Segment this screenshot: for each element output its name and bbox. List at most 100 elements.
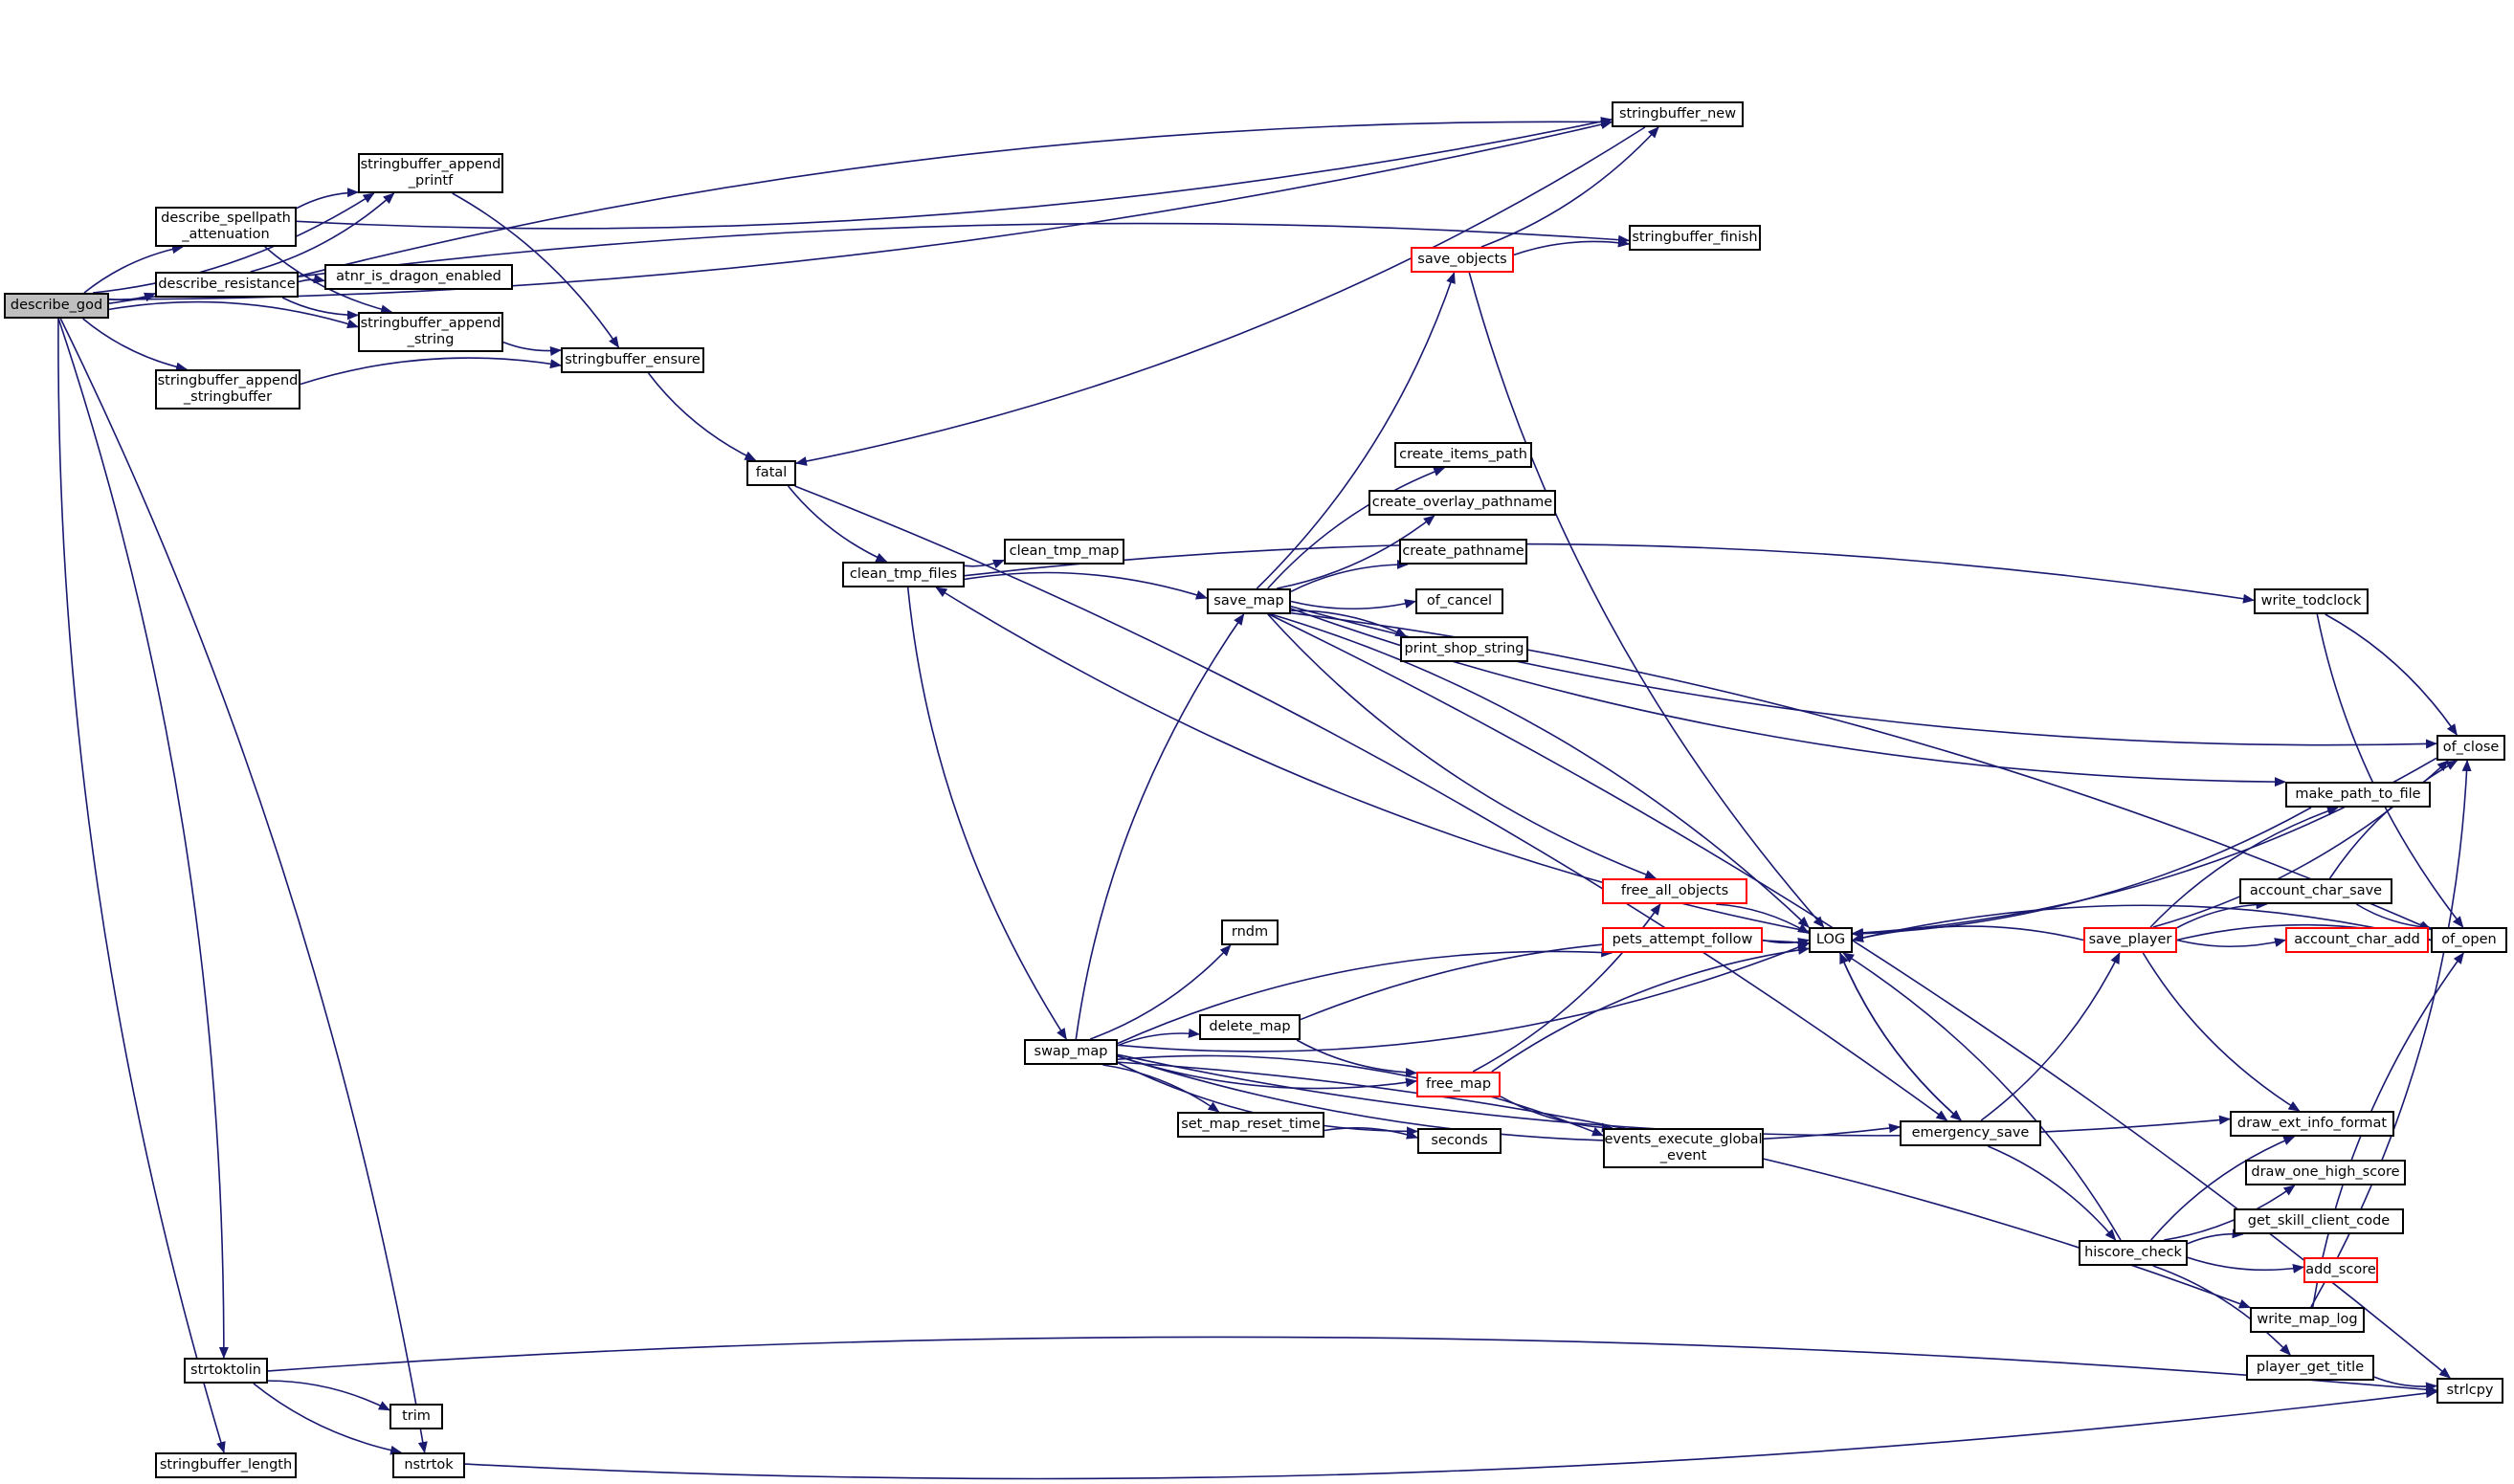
node-of-close[interactable]: of_close bbox=[2436, 735, 2505, 761]
node-free-all-objects[interactable]: free_all_objects bbox=[1602, 878, 1747, 904]
edge-save-player-to-account-char-add bbox=[2176, 938, 2286, 948]
edge-strtoktolin-to-trim bbox=[267, 1380, 390, 1411]
node-describe-resistance[interactable]: describe_resistance bbox=[155, 272, 299, 298]
edge-describe-resistance-to-stringbuffer-append-string bbox=[281, 297, 359, 321]
node-of-cancel[interactable]: of_cancel bbox=[1415, 588, 1503, 614]
node-nstrtok[interactable]: nstrtok bbox=[392, 1452, 465, 1478]
node-get-skill-client-code[interactable]: get_skill_client_code bbox=[2234, 1208, 2404, 1234]
node-strtoktolin[interactable]: strtoktolin bbox=[184, 1358, 268, 1384]
node-stringbuffer-append-stringbuffer[interactable]: stringbuffer_append _stringbuffer bbox=[155, 369, 300, 410]
node-stringbuffer-new[interactable]: stringbuffer_new bbox=[1612, 101, 1744, 127]
node-seconds[interactable]: seconds bbox=[1417, 1128, 1502, 1154]
node-label: create_overlay_pathname bbox=[1371, 495, 1553, 510]
node-events-execute-global-event[interactable]: events_execute_global _event bbox=[1603, 1128, 1764, 1168]
edge-save-player-to-LOG bbox=[1852, 925, 2084, 942]
edge-describe-resistance-to-stringbuffer-new bbox=[298, 117, 1613, 277]
node-of-open[interactable]: of_open bbox=[2431, 927, 2507, 953]
node-free-map[interactable]: free_map bbox=[1416, 1072, 1501, 1097]
edge-describe-god-to-nstrtok bbox=[59, 318, 428, 1453]
edge-hiscore-check-to-draw-ext-info-format bbox=[2150, 1136, 2296, 1241]
node-label: trim bbox=[402, 1408, 431, 1424]
node-swap-map[interactable]: swap_map bbox=[1024, 1039, 1118, 1065]
node-account-char-save[interactable]: account_char_save bbox=[2239, 878, 2392, 904]
edge-clean-tmp-files-to-clean-tmp-map bbox=[964, 559, 1005, 569]
edge-hiscore-check-to-player-get-title bbox=[2152, 1265, 2291, 1356]
node-label: write_map_log bbox=[2257, 1312, 2358, 1327]
node-create-pathname[interactable]: create_pathname bbox=[1399, 539, 1527, 565]
node-add-score[interactable]: add_score bbox=[2303, 1257, 2378, 1283]
node-label: rndm bbox=[1231, 924, 1269, 940]
edge-describe-god-to-stringbuffer-append-string bbox=[108, 300, 359, 329]
node-label: describe_spellpath _attenuation bbox=[161, 210, 291, 242]
edge-swap-map-to-pets-attempt-follow bbox=[1117, 947, 1613, 1045]
edge-free-map-to-LOG bbox=[1491, 945, 1810, 1073]
node-draw-one-high-score[interactable]: draw_one_high_score bbox=[2245, 1160, 2406, 1185]
edge-hiscore-check-to-get-skill-client-code bbox=[2187, 1229, 2244, 1245]
edge-set-map-reset-time-to-seconds bbox=[1324, 1127, 1418, 1140]
edge-describe-god-to-stringbuffer-new bbox=[108, 120, 1613, 300]
node-create-overlay-pathname[interactable]: create_overlay_pathname bbox=[1368, 490, 1556, 516]
node-label: stringbuffer_new bbox=[1618, 106, 1737, 122]
node-print-shop-string[interactable]: print_shop_string bbox=[1400, 636, 1528, 662]
node-stringbuffer-length[interactable]: stringbuffer_length bbox=[155, 1452, 297, 1478]
node-emergency-save[interactable]: emergency_save bbox=[1900, 1120, 2041, 1146]
edge-delete-map-to-free-map bbox=[1296, 1039, 1417, 1077]
node-write-map-log[interactable]: write_map_log bbox=[2250, 1307, 2365, 1333]
node-fatal[interactable]: fatal bbox=[746, 460, 796, 486]
node-delete-map[interactable]: delete_map bbox=[1199, 1014, 1301, 1040]
edge-save-map-to-of-close bbox=[1290, 606, 2437, 749]
node-LOG[interactable]: LOG bbox=[1809, 927, 1853, 953]
node-label: strtoktolin bbox=[190, 1362, 261, 1378]
node-write-todclock[interactable]: write_todclock bbox=[2254, 588, 2369, 614]
node-save-player[interactable]: save_player bbox=[2083, 927, 2177, 953]
node-atnr-is-dragon-enabled[interactable]: atnr_is_dragon_enabled bbox=[324, 264, 513, 290]
node-clean-tmp-files[interactable]: clean_tmp_files bbox=[842, 562, 965, 587]
node-label: nstrtok bbox=[404, 1457, 454, 1473]
edge-describe-resistance-to-atnr-is-dragon-enabled bbox=[298, 274, 325, 284]
edge-save-map-to-print-shop-string bbox=[1290, 609, 1408, 637]
edge-swap-map-to-delete-map bbox=[1117, 1028, 1200, 1047]
node-trim[interactable]: trim bbox=[389, 1404, 443, 1429]
node-draw-ext-info-format[interactable]: draw_ext_info_format bbox=[2230, 1111, 2394, 1137]
node-stringbuffer-append-string[interactable]: stringbuffer_append _string bbox=[358, 312, 503, 352]
edge-of-open-to-LOG bbox=[1852, 904, 2432, 942]
node-clean-tmp-map[interactable]: clean_tmp_map bbox=[1004, 539, 1124, 565]
node-label: emergency_save bbox=[1911, 1125, 2030, 1141]
node-label: of_cancel bbox=[1426, 593, 1493, 609]
edge-save-player-to-draw-ext-info-format bbox=[2142, 952, 2301, 1112]
node-stringbuffer-ensure[interactable]: stringbuffer_ensure bbox=[561, 347, 704, 373]
node-player-get-title[interactable]: player_get_title bbox=[2246, 1355, 2374, 1381]
node-stringbuffer-append-printf[interactable]: stringbuffer_append _printf bbox=[358, 153, 503, 193]
node-label: make_path_to_file bbox=[2295, 786, 2421, 802]
edge-save-objects-to-stringbuffer-new bbox=[1480, 126, 1659, 248]
node-label: draw_one_high_score bbox=[2251, 1164, 2400, 1180]
node-label: clean_tmp_files bbox=[849, 566, 958, 582]
edge-stringbuffer-append-printf-to-stringbuffer-ensure bbox=[452, 192, 620, 348]
node-describe-god[interactable]: describe_god bbox=[4, 293, 109, 319]
node-hiscore-check[interactable]: hiscore_check bbox=[2079, 1240, 2188, 1266]
node-stringbuffer-finish[interactable]: stringbuffer_finish bbox=[1629, 225, 1761, 251]
node-save-objects[interactable]: save_objects bbox=[1411, 247, 1514, 273]
node-describe-spellpath-attenuation[interactable]: describe_spellpath _attenuation bbox=[155, 207, 297, 247]
node-create-items-path[interactable]: create_items_path bbox=[1394, 442, 1532, 468]
node-label: get_skill_client_code bbox=[2247, 1213, 2391, 1229]
node-strlcpy[interactable]: strlcpy bbox=[2436, 1378, 2503, 1404]
node-set-map-reset-time[interactable]: set_map_reset_time bbox=[1177, 1112, 1324, 1138]
node-pets-attempt-follow[interactable]: pets_attempt_follow bbox=[1602, 927, 1763, 953]
edge-fatal-to-clean-tmp-files bbox=[787, 485, 888, 563]
node-label: free_all_objects bbox=[1620, 883, 1729, 898]
node-label: clean_tmp_map bbox=[1009, 543, 1120, 559]
edge-swap-map-to-rndm bbox=[1089, 944, 1232, 1040]
node-label: save_map bbox=[1213, 593, 1284, 609]
edge-fatal-to-emergency-save bbox=[794, 485, 1948, 1121]
node-account-char-add[interactable]: account_char_add bbox=[2285, 927, 2429, 953]
node-label: seconds bbox=[1431, 1133, 1488, 1148]
edge-write-todclock-to-of-open bbox=[2316, 613, 2464, 928]
node-label: set_map_reset_time bbox=[1181, 1117, 1321, 1132]
edge-swap-map-to-write-map-log bbox=[1117, 1061, 2251, 1309]
node-save-map[interactable]: save_map bbox=[1207, 588, 1291, 614]
node-make-path-to-file[interactable]: make_path_to_file bbox=[2285, 782, 2431, 808]
node-rndm[interactable]: rndm bbox=[1221, 919, 1279, 945]
node-label: events_execute_global _event bbox=[1604, 1132, 1763, 1163]
